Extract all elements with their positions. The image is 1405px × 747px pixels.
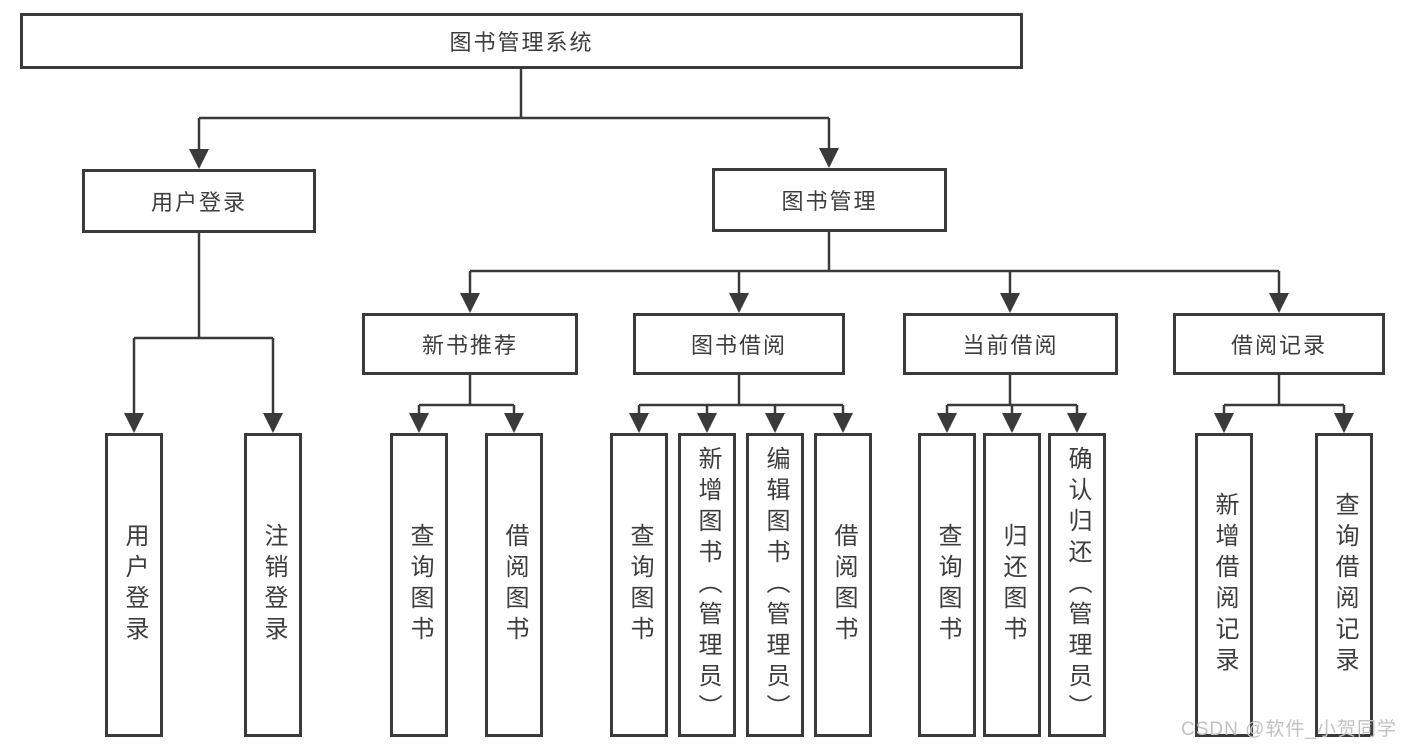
node-borrowing-records: 借阅记录 bbox=[1173, 313, 1385, 375]
leaf-query-book-under-current: 查询图书 bbox=[918, 433, 976, 737]
csdn-watermark: CSDN @软件_小贺同学 bbox=[1181, 719, 1397, 740]
node-book-borrowing: 图书借阅 bbox=[633, 313, 845, 375]
connector-root-branch bbox=[199, 69, 829, 120]
leaf-add-book-admin: 新增图书（管理员） bbox=[678, 433, 736, 737]
leaf-return-book: 归还图书 bbox=[983, 433, 1041, 737]
leaf-user-login: 用户登录 bbox=[105, 433, 163, 737]
leaf-borrow-book-under-recommendation: 借阅图书 bbox=[485, 433, 543, 737]
connector-user-login-branch bbox=[134, 233, 273, 340]
leaf-borrow-book-under-borrowing: 借阅图书 bbox=[814, 433, 872, 737]
connector-book-borrow-branch bbox=[639, 375, 843, 407]
leaf-query-book-under-recommendation: 查询图书 bbox=[390, 433, 448, 737]
connector-book-mgmt-branch bbox=[470, 232, 1279, 273]
leaf-edit-book-admin: 编辑图书（管理员） bbox=[746, 433, 804, 737]
leaf-logout: 注销登录 bbox=[244, 433, 302, 737]
leaf-confirm-return-admin: 确认归还（管理员） bbox=[1048, 433, 1106, 737]
node-new-book-recommendation: 新书推荐 bbox=[362, 313, 578, 375]
connector-current-borrow-branch bbox=[947, 375, 1077, 407]
leaf-add-borrow-record: 新增借阅记录 bbox=[1195, 433, 1253, 737]
connector-borrow-records-branch bbox=[1224, 375, 1344, 407]
node-current-borrowing: 当前借阅 bbox=[903, 313, 1118, 375]
node-user-login: 用户登录 bbox=[82, 169, 316, 233]
node-book-management: 图书管理 bbox=[712, 168, 947, 232]
connector-new-book-rec-branch bbox=[419, 375, 514, 407]
leaf-query-book-under-borrowing: 查询图书 bbox=[610, 433, 668, 737]
node-root-title: 图书管理系统 bbox=[20, 13, 1023, 69]
leaf-query-borrow-record: 查询借阅记录 bbox=[1315, 433, 1373, 737]
